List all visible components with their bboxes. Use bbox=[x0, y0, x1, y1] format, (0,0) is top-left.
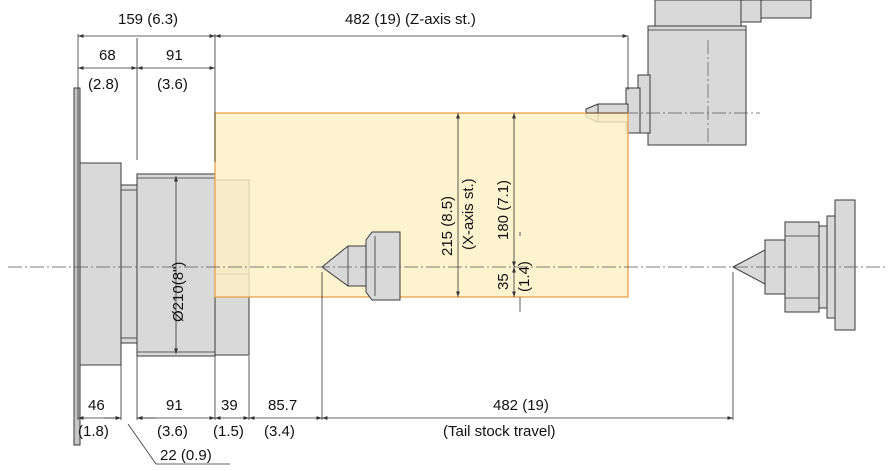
dim-91-bottom-inch: (3.6) bbox=[157, 423, 188, 440]
dim-chuck-diameter: Ø210(8") bbox=[170, 262, 187, 322]
dim-91-top: 91 bbox=[166, 47, 183, 64]
extension-lines bbox=[77, 34, 734, 420]
dim-85-7-inch: (3.4) bbox=[264, 423, 295, 440]
dim-68: 68 bbox=[99, 47, 116, 64]
dim-159: 159 (6.3) bbox=[118, 11, 178, 28]
dim-22: 22 (0.9) bbox=[160, 447, 212, 464]
dim-z-axis-stroke: 482 (19) (Z-axis st.) bbox=[345, 11, 476, 28]
dim-x-axis-total: 215 (8.5) bbox=[439, 196, 456, 256]
cutting-tool bbox=[321, 231, 401, 301]
dim-tail-travel-label: (Tail stock travel) bbox=[443, 423, 556, 440]
dim-68-inch: (2.8) bbox=[88, 76, 119, 93]
dim-46: 46 bbox=[88, 397, 105, 414]
dim-91-top-inch: (3.6) bbox=[157, 76, 188, 93]
machining-work-envelope bbox=[214, 112, 629, 298]
dim-180: 180 (7.1) bbox=[495, 180, 512, 240]
dim-tail-travel: 482 (19) bbox=[493, 397, 549, 414]
leader-line-22 bbox=[127, 423, 230, 465]
dim-91-bottom: 91 bbox=[166, 397, 183, 414]
tailstock-assembly bbox=[731, 199, 856, 331]
dim-39: 39 bbox=[221, 397, 238, 414]
dim-35: 35 bbox=[495, 273, 512, 290]
dim-39-inch: (1.5) bbox=[213, 423, 244, 440]
dim-35-inch: (1.4) bbox=[516, 261, 533, 292]
dim-85-7: 85.7 bbox=[268, 397, 297, 414]
dim-46-inch: (1.8) bbox=[78, 423, 109, 440]
dim-x-axis-label: (X-axis st.) bbox=[460, 178, 477, 250]
